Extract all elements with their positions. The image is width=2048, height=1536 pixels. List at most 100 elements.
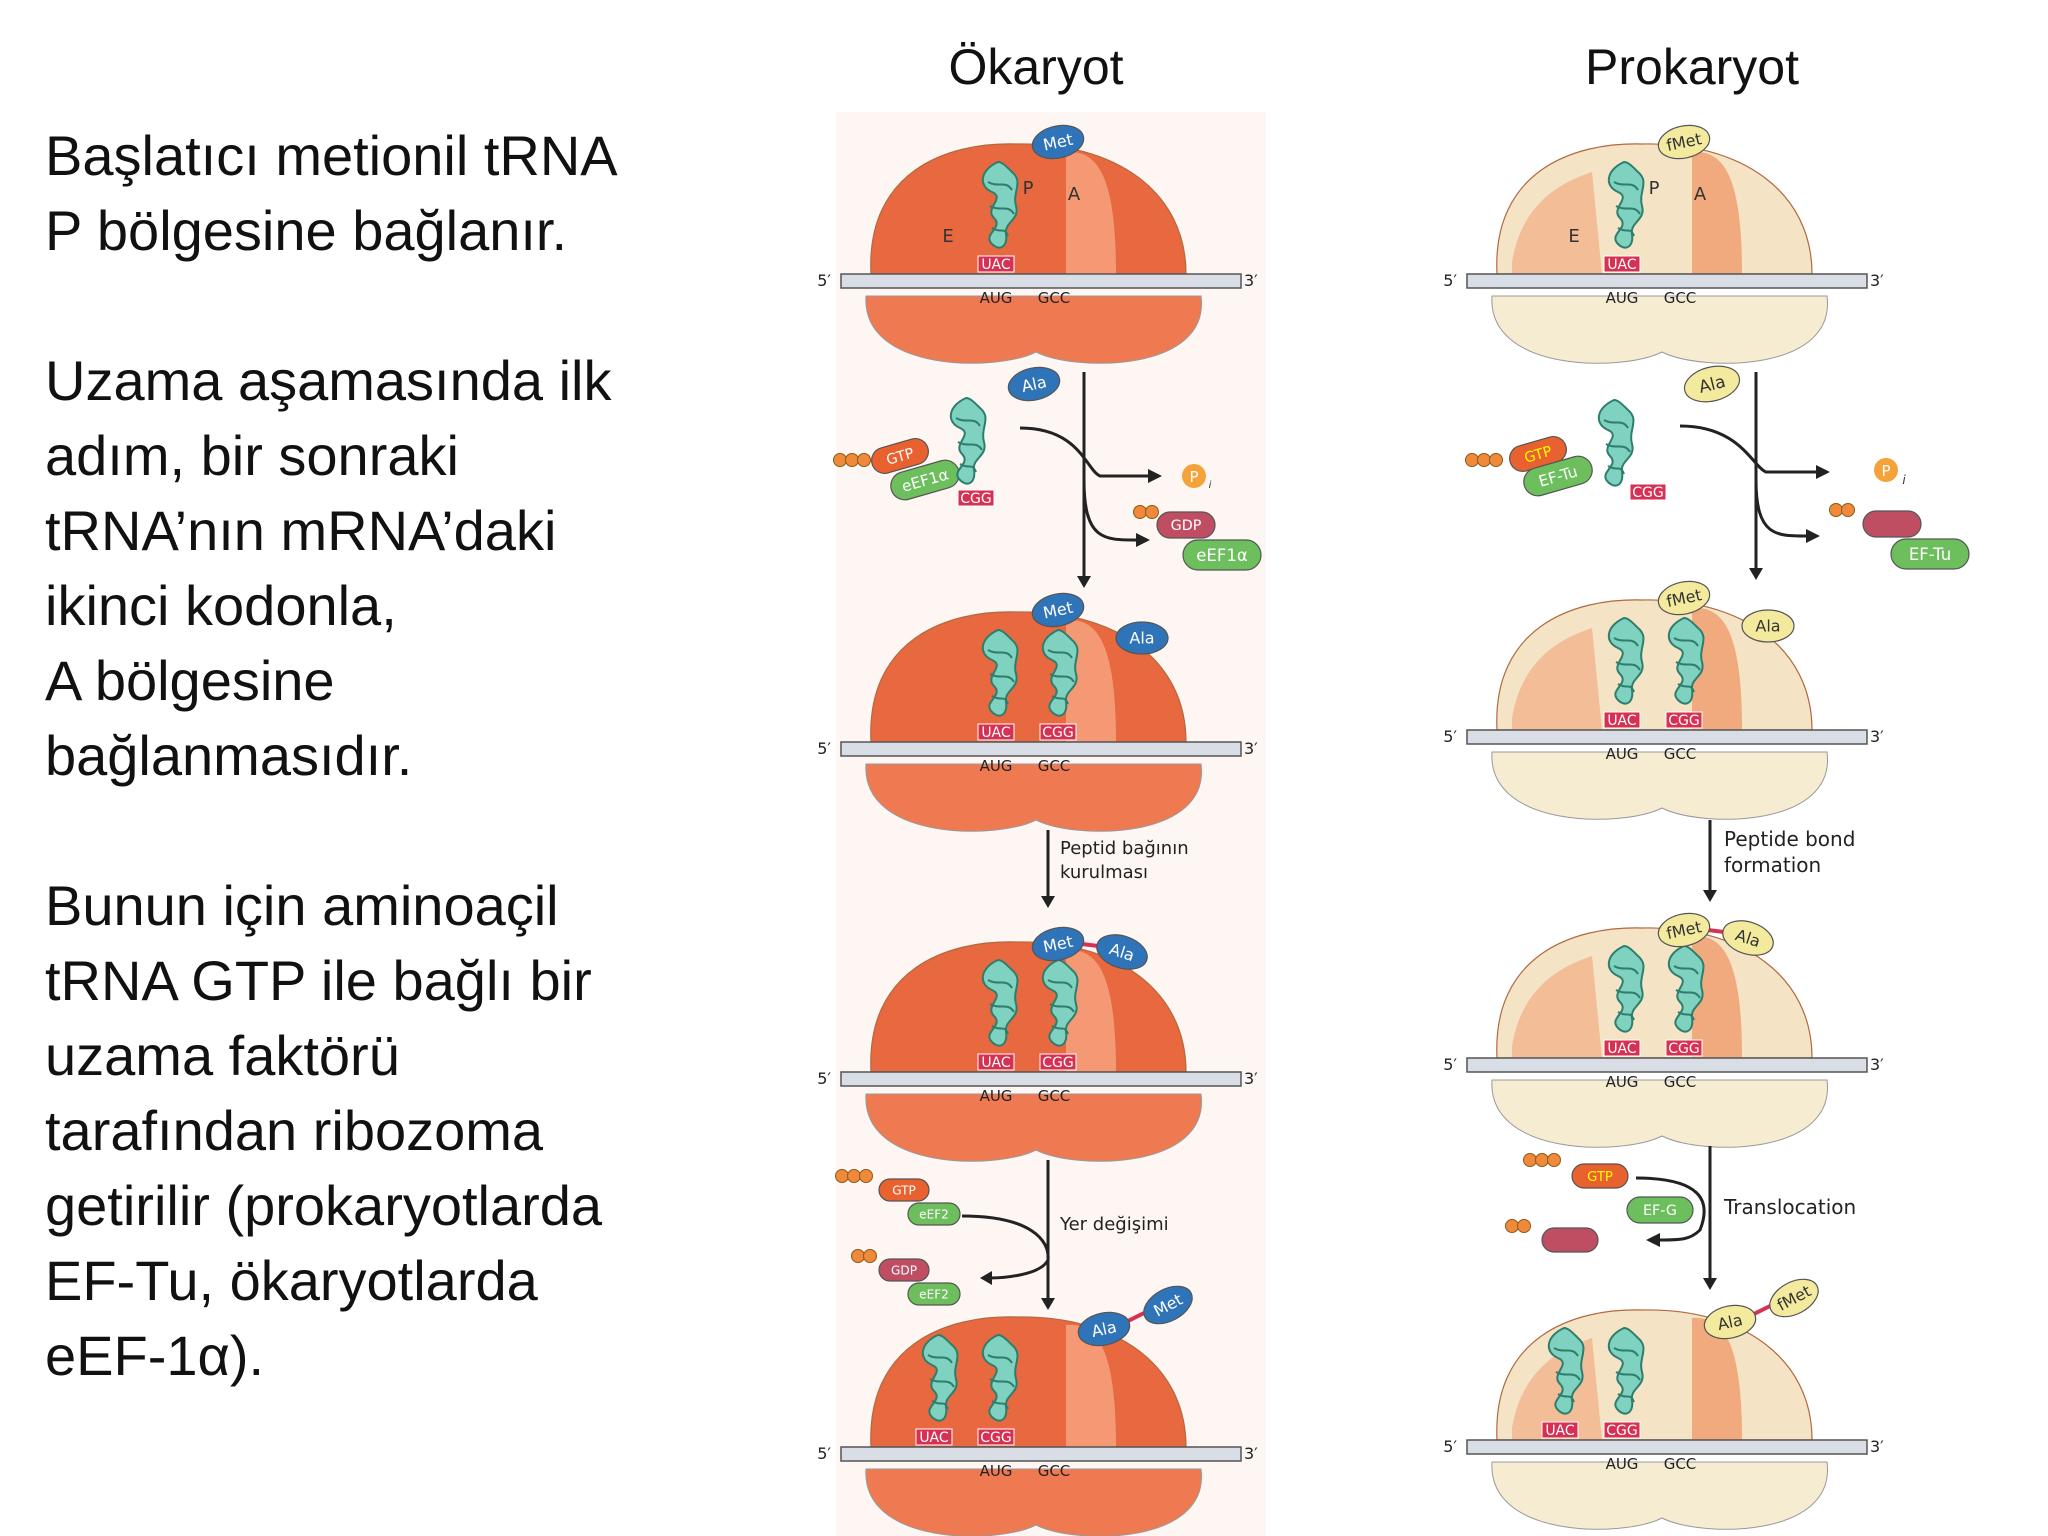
euk-ribosome-4-small-subunit xyxy=(865,1468,1202,1536)
euk-eef1a-released-label: eEF1α xyxy=(1196,546,1248,565)
euk-ribosome-2-ala: Ala xyxy=(1115,621,1169,655)
prok-eftu-released-label: EF-Tu xyxy=(1909,545,1951,564)
euk-ribosome-1-anticodon-uac-label: UAC xyxy=(981,257,1011,273)
text-line: adım, bir sonraki xyxy=(45,424,459,487)
prok-ribosome-3-anticodon-cgg-label: CGG xyxy=(1668,1041,1699,1057)
prok-ribosome-2-codon-gcc: GCC xyxy=(1664,745,1697,763)
euk-ribosome-4-three-prime: 3′ xyxy=(1244,1444,1258,1463)
prok-ribosome-1-site-a: A xyxy=(1694,184,1707,205)
euk-ribosome-3-mrna xyxy=(840,1071,1242,1087)
prok-ribosome-2-ala: Ala xyxy=(1741,609,1795,643)
prok-ribosome-3-met: fMet xyxy=(1657,912,1711,948)
euk-ribosome-4-met: Met xyxy=(1143,1285,1193,1325)
euk-ribosome-4-codon-gcc: GCC xyxy=(1038,1462,1071,1480)
prok-ribosome-4-ala: Ala xyxy=(1703,1304,1757,1340)
euk-arrow-1-head xyxy=(1077,576,1091,588)
euk-gtp-phosphate xyxy=(845,453,859,467)
euk-ribosome-4-a-site-stripe xyxy=(1066,1324,1116,1447)
euk-ribosome-4-peptide-bond xyxy=(1127,1311,1145,1323)
euk-ribosome-2-codon-gcc: GCC xyxy=(1038,757,1071,775)
euk-branch-pi-head xyxy=(1148,469,1162,483)
prok-gdp-2-shape xyxy=(1541,1227,1599,1253)
euk-ribosome-2-ala-label: Ala xyxy=(1129,629,1154,648)
euk-eef2-2-label: eEF2 xyxy=(919,1287,949,1301)
prok-gtp-phosphate xyxy=(1477,453,1491,467)
prok-gdp-2: GDP xyxy=(1541,1227,1599,1253)
prok-ribosome-3-codon-aug: AUG xyxy=(1606,1073,1639,1091)
prok-ribosome-1-trna-p-loops xyxy=(1613,181,1641,237)
euk-ribosome-1-anticodon-uac xyxy=(977,255,1015,273)
euk-gtp-phosphate xyxy=(857,453,871,467)
prok-ribosome-1-a-site-stripe xyxy=(1692,151,1742,274)
prok-ribosome-2-trna-a-loops xyxy=(1673,637,1701,693)
prok-eftu-released-shape xyxy=(1890,538,1970,570)
prok-branch-pi-head xyxy=(1816,465,1830,479)
text-line: tRNA’nın mRNA’daki xyxy=(45,499,557,562)
euk-ribosome-4-anticodon-cgg xyxy=(977,1428,1015,1446)
euk-pi-sub: i xyxy=(1209,480,1212,491)
prok-ribosome-4-met-shape xyxy=(1769,1278,1819,1318)
euk-ribosome-4-trna-p xyxy=(982,1333,1019,1422)
euk-ribosome-4-met-shape xyxy=(1143,1285,1193,1325)
prok-gdp2-phosphate xyxy=(1505,1219,1519,1233)
prok-ribosome-4-anticodon-cgg-label: CGG xyxy=(1606,1423,1637,1439)
euk-ribosome-4-mrna xyxy=(840,1446,1242,1462)
euk-ribosome-4-five-prime: 5′ xyxy=(817,1444,831,1463)
prok-peptide-label-1: Peptide bond xyxy=(1724,827,1855,851)
euk-ribosome-3-anticodon-uac xyxy=(977,1053,1015,1071)
prok-ribosome-1-five-prime: 5′ xyxy=(1443,271,1457,290)
prok-arrow-1-head xyxy=(1749,568,1763,580)
euk-ribosome-3-five-prime: 5′ xyxy=(817,1069,831,1088)
text-line: A bölgesine xyxy=(45,649,335,712)
euk-ribosome-2-ala-shape xyxy=(1115,621,1169,655)
paragraph-initiator: Başlatıcı metionil tRNA P bölgesine bağl… xyxy=(45,118,705,268)
prok-ribosome-1-trna-p xyxy=(1608,160,1645,249)
text-line: tRNA GTP ile bağlı bir xyxy=(45,949,592,1012)
euk-ribosome-1-site-e: E xyxy=(942,226,953,247)
text-line: EF-Tu, ökaryotlarda xyxy=(45,1249,538,1312)
prok-efg-label: EF-G xyxy=(1643,1203,1677,1219)
prok-ribosome-3-five-prime: 5′ xyxy=(1443,1055,1457,1074)
euk-ribosome-3-trna-a xyxy=(1042,958,1079,1047)
euk-gdp2-phosphate xyxy=(863,1249,877,1263)
text-line: tarafından ribozoma xyxy=(45,1099,544,1162)
text-line: getirilir (prokaryotlarda xyxy=(45,1174,603,1237)
prok-ribosome-2-five-prime: 5′ xyxy=(1443,727,1457,746)
prok-ribosome-2-trna-p xyxy=(1608,616,1645,705)
prok-gtp-2-label: GTP xyxy=(1587,1170,1613,1185)
euk-ribosome-4-trna-e-loops xyxy=(927,1354,955,1410)
prok-ribosome-4-ala-label: Ala xyxy=(1716,1310,1745,1334)
euk-ribosome-3-met-shape xyxy=(1031,926,1085,962)
euk-ribosome-3-ala: Ala xyxy=(1096,934,1148,970)
euk-incoming-cgg-label: CGG xyxy=(960,491,991,507)
euk-ribosome-3-trna-a-loops xyxy=(1047,979,1075,1035)
prok-ribosome-4-small-subunit xyxy=(1491,1461,1828,1530)
prok-ribosome-2-met-shape xyxy=(1657,580,1711,616)
prok-branch-pi xyxy=(1679,424,1818,474)
euk-ribosome-2-anticodon-cgg-label: CGG xyxy=(1042,725,1073,741)
prok-ribosome-2-anticodon-uac-label: UAC xyxy=(1607,713,1637,729)
prok-incoming-trna-loops xyxy=(1603,419,1631,475)
prok-ribosome-1-codon-aug: AUG xyxy=(1606,289,1639,307)
euk-gtp2-phosphate xyxy=(847,1169,861,1183)
euk-translocation-label: Yer değişimi xyxy=(1059,1214,1169,1235)
euk-branch-gdp xyxy=(1082,479,1137,542)
prok-ribosome-3-small-subunit xyxy=(1491,1079,1828,1148)
euk-ribosome-1-met-shape xyxy=(1031,124,1085,160)
prok-gtp-1-label: GTP xyxy=(1523,444,1555,467)
prok-ribosome-3-trna-p-loops xyxy=(1613,965,1641,1021)
prok-ribosome-4-trna-e-loops xyxy=(1553,1347,1581,1403)
euk-ribosome-3-codon-gcc: GCC xyxy=(1038,1087,1071,1105)
prok-ribosome-4-three-prime: 3′ xyxy=(1870,1437,1884,1456)
euk-ribosome-1-small-subunit xyxy=(865,295,1202,364)
euk-ribosome-2-mrna xyxy=(840,741,1242,757)
euk-ribosome-4-ala: Ala xyxy=(1077,1311,1131,1347)
euk-ribosome-2-anticodon-cgg xyxy=(1039,723,1077,741)
prok-ribosome-4-trna-e xyxy=(1548,1326,1585,1415)
prok-efg-cycle xyxy=(1635,1176,1706,1242)
paragraph-elongation-factor: Bunun için aminoaçil tRNA GTP ile bağlı … xyxy=(45,868,705,1393)
euk-ribosome-3-peptide-bond xyxy=(1081,942,1099,948)
euk-gdp2-phosphate xyxy=(851,1249,865,1263)
prok-ribosome-2-anticodon-cgg-label: CGG xyxy=(1668,713,1699,729)
